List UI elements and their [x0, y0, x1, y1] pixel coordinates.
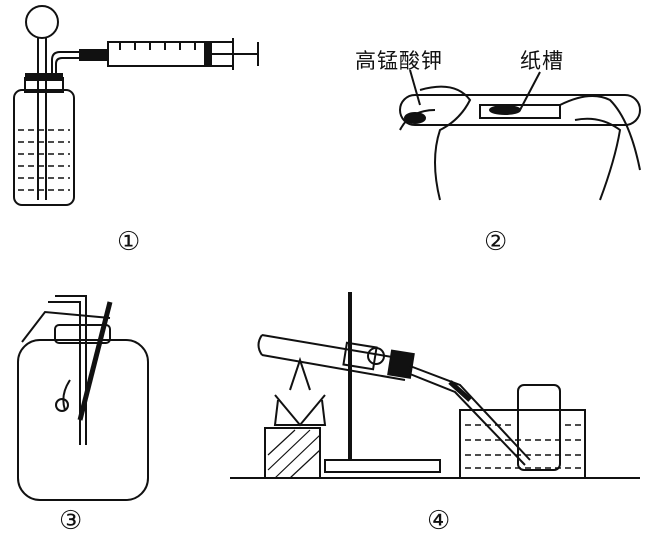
- label-potassium-permanganate: 高锰酸钾: [355, 49, 443, 73]
- panel-4-oxygen-preparation: [230, 292, 640, 479]
- panel-number-3: ③: [59, 506, 83, 536]
- panel-number-1: ①: [117, 227, 141, 257]
- panel-number-2: ②: [484, 227, 508, 257]
- label-paper-trough: 纸槽: [520, 49, 564, 73]
- panel-2-loading-powder: [399, 69, 641, 201]
- panel-1-airtightness-check: [13, 5, 259, 206]
- panel-number-4: ④: [427, 506, 451, 536]
- panel-3-combustion-bottle: [17, 295, 149, 501]
